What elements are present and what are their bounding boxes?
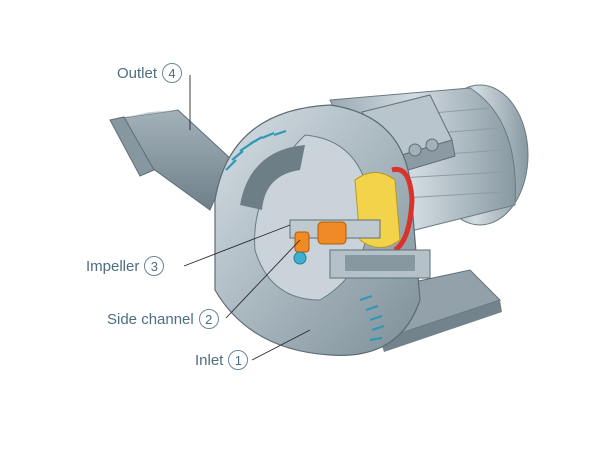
side-channel-label: Side channel [107,310,194,328]
side-channel-number: 2 [198,309,219,329]
inlet-callout: Inlet 1 [195,350,249,370]
inlet-label: Inlet [195,351,224,369]
impeller-blades [225,129,287,171]
leader-lines [183,75,311,361]
outlet-label: Outlet [117,64,158,82]
impeller-label: Impeller [86,257,140,275]
outlet-pipe [109,109,233,211]
outlet-number: 4 [162,63,183,83]
outlet-callout: Outlet 4 [117,63,183,83]
inlet-number: 1 [228,350,249,370]
side-channel-callout: Side channel 2 [107,309,219,329]
impeller-number: 3 [144,256,165,276]
shaft-assembly [289,166,431,279]
impeller-callout: Impeller 3 [86,256,165,276]
